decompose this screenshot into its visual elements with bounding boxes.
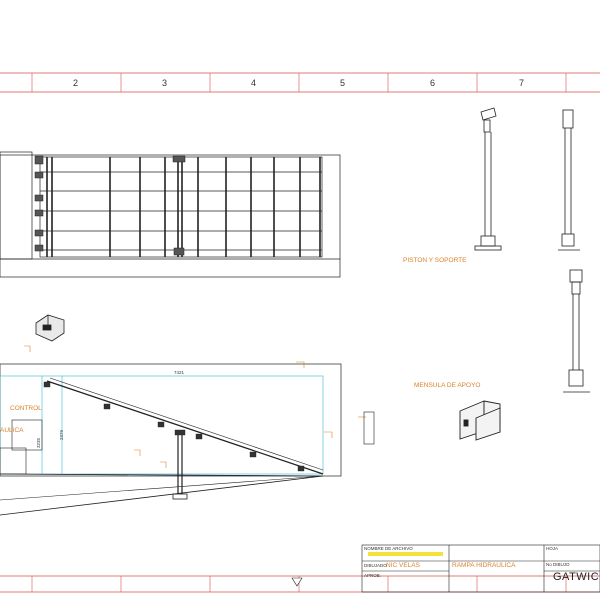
archivo-highlight [368,552,443,556]
piston-label: PISTON Y SOPORTE [403,257,467,264]
zone-ticks [31,73,567,592]
drawing-description: RAMPA HIDRAULICA [452,562,516,569]
piston-detail-3 [563,269,590,393]
side-elevation [0,363,342,516]
dibujo-label: No DIBUJO [546,562,570,567]
dibujado-label: DIBUJADO [364,563,387,568]
zone-number: 6 [430,78,435,88]
zone-number: 5 [340,78,345,88]
hoja-label: HOJA [546,546,558,551]
company-name: GATWIC [553,571,599,583]
mensula-bracket [459,400,501,441]
control-label: CONTROL [10,405,42,412]
piston-detail-1 [474,107,502,251]
aprob-label: APROB. [364,573,381,578]
zone-number: 7 [519,78,524,88]
hinge-blocks [34,155,186,256]
mensula-label: MENSULA DE APOYO [414,382,480,389]
zone-number: 3 [162,78,167,88]
clamp-detail [35,314,65,342]
title-block [361,544,600,593]
zone-number: 2 [73,78,78,88]
frame-border [0,72,600,593]
zone-number: 4 [251,78,256,88]
deck-crossbeams [46,157,321,257]
dibujado-value: NIC VELAS [386,562,421,569]
beam-brackets [43,381,305,472]
piston-detail-2 [558,109,580,251]
dimension-main: 7421 [174,370,185,375]
dimension-vertical-2: 2379 [59,429,64,440]
level-markers [24,345,375,587]
ramp-top-view [0,151,341,278]
archivo-label: NOMBRE DE ARCHIVO [364,546,413,551]
dimension-vertical-1: 3235 [36,437,41,448]
hidraulica-label: AULICA [0,427,24,434]
